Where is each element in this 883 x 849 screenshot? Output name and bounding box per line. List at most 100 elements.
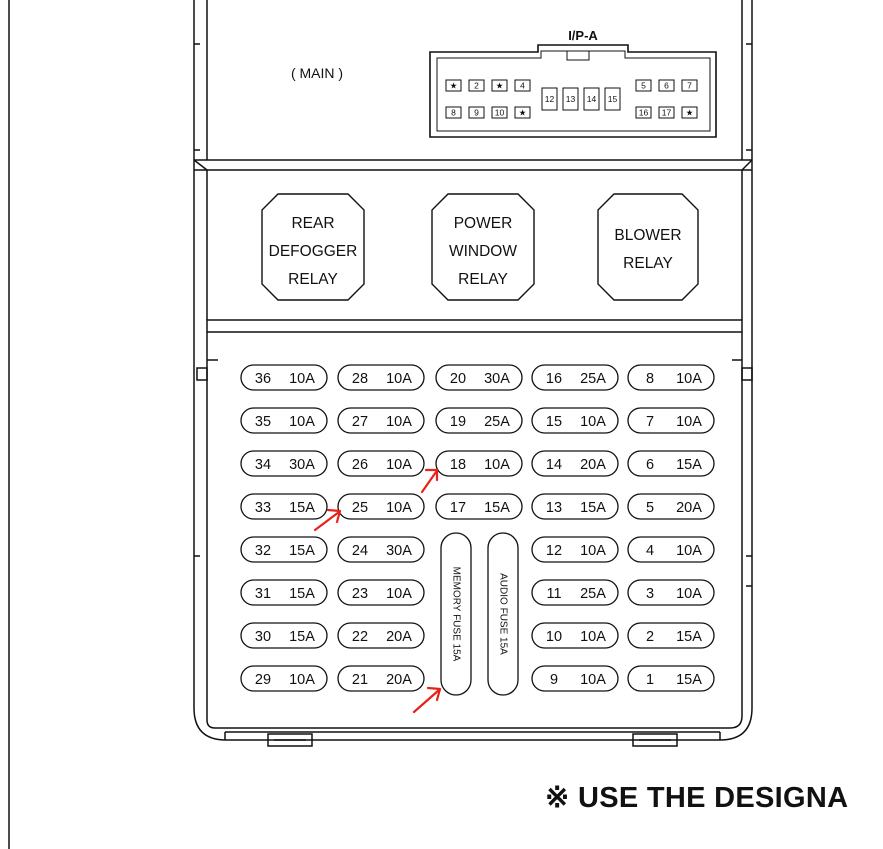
fuse-29: 29 10A [240, 665, 328, 692]
pin-row-top-right: 5 6 7 [635, 79, 698, 92]
fuse-amperage: 10A [289, 414, 315, 430]
fuse-number: 26 [352, 457, 368, 473]
fuse-35: 35 10A [240, 407, 328, 434]
pin-row-top-left: ★2★4 [445, 79, 531, 92]
pin-label: 7 [687, 81, 692, 91]
fuse-number: 36 [255, 371, 271, 387]
fuse-number: 10 [546, 629, 562, 645]
pin-label: 5 [641, 81, 646, 91]
connector-pin: 12 [541, 87, 558, 111]
fuse-amperage: 25A [484, 414, 510, 430]
relay-power-window: POWER WINDOW RELAY [431, 193, 535, 301]
fuse-amperage: 30A [484, 371, 510, 387]
fuse-amperage: 20A [676, 500, 702, 516]
relay-rear-defogger: REAR DEFOGGER RELAY [261, 193, 365, 301]
fuse-number: 8 [646, 371, 654, 387]
connector-pin: 2 [468, 79, 485, 92]
fuse-19: 19 25A [435, 407, 523, 434]
relay-label-line: WINDOW [449, 243, 517, 260]
fuse-amperage: 15A [289, 500, 315, 516]
fuse-amperage: 10A [386, 586, 412, 602]
fuse-amperage: 20A [580, 457, 606, 473]
annotation-arrows [313, 468, 442, 714]
fuse-number: 9 [550, 672, 558, 688]
fuse-21: 21 20A [337, 665, 425, 692]
fuse-amperage: 15A [676, 629, 702, 645]
fuse-24: 24 30A [337, 536, 425, 563]
fuse-amperage: 10A [386, 371, 412, 387]
fuse-number: 23 [352, 586, 368, 602]
fuse-amperage: 10A [580, 629, 606, 645]
fuse-amperage: 30A [289, 457, 315, 473]
fuse-amperage: 10A [289, 672, 315, 688]
fuse-number: 11 [546, 586, 561, 602]
fuse-amperage: 10A [386, 414, 412, 430]
memory-fuse: MEMORY FUSE 15A [440, 532, 472, 696]
fuse-amperage: 25A [580, 586, 606, 602]
fuse-amperage: 30A [386, 543, 412, 559]
fuse-20: 20 30A [435, 364, 523, 391]
pin-label: 16 [639, 108, 649, 118]
connector-pin: 6 [658, 79, 675, 92]
fuse-amperage: 10A [580, 543, 606, 559]
fuse-number: 12 [546, 543, 562, 559]
relay-label-line: REAR [291, 215, 334, 232]
fuse-amperage: 15A [289, 586, 315, 602]
main-label: ( MAIN ) [291, 65, 343, 81]
fuse-number: 1 [646, 672, 654, 688]
fuse-number: 24 [352, 543, 368, 559]
fuse-number: 21 [352, 672, 368, 688]
fuse-amperage: 10A [484, 457, 510, 473]
pin-label: ★ [496, 81, 504, 91]
fuse-number: 34 [255, 457, 271, 473]
pin-label: 8 [451, 108, 456, 118]
memory-fuse-label: MEMORY FUSE 15A [450, 567, 461, 662]
panel-outline [193, 0, 753, 747]
fuse-number: 19 [450, 414, 466, 430]
footer-note: ※ USE THE DESIGNA [545, 782, 849, 814]
pin-label: 9 [474, 108, 479, 118]
fuse-number: 5 [646, 500, 654, 516]
fuse-number: 29 [255, 672, 271, 688]
fuse-number: 27 [352, 414, 368, 430]
fuse-number: 17 [450, 500, 466, 516]
relay-blower: BLOWER RELAY [597, 193, 699, 301]
fuse-number: 18 [450, 457, 466, 473]
connector-pin: ★ [491, 79, 508, 92]
connector-pin: ★ [445, 79, 462, 92]
fuse-amperage: 10A [386, 457, 412, 473]
fuse-number: 28 [352, 371, 368, 387]
fuse-6: 6 15A [627, 450, 715, 477]
fuse-number: 20 [450, 371, 466, 387]
pin-label: 15 [608, 94, 618, 104]
fuse-5: 5 20A [627, 493, 715, 520]
fuse-amperage: 15A [484, 500, 510, 516]
pin-label: 10 [495, 108, 505, 118]
relay-label-line: POWER [454, 215, 513, 232]
pin-label: 13 [566, 94, 576, 104]
arrow-to-fuse-25 [313, 508, 342, 532]
fuse-number: 6 [646, 457, 654, 473]
fuse-amperage: 15A [580, 500, 606, 516]
connector-pin: 10 [491, 106, 508, 119]
fuse-amperage: 15A [676, 457, 702, 473]
connector-pin: 14 [583, 87, 600, 111]
relay-label-line: RELAY [458, 271, 508, 288]
fuse-amperage: 20A [386, 672, 412, 688]
connector-pin: 9 [468, 106, 485, 119]
fuse-23: 23 10A [337, 579, 425, 606]
connector-pin: ★ [681, 106, 698, 119]
fuse-number: 35 [255, 414, 271, 430]
